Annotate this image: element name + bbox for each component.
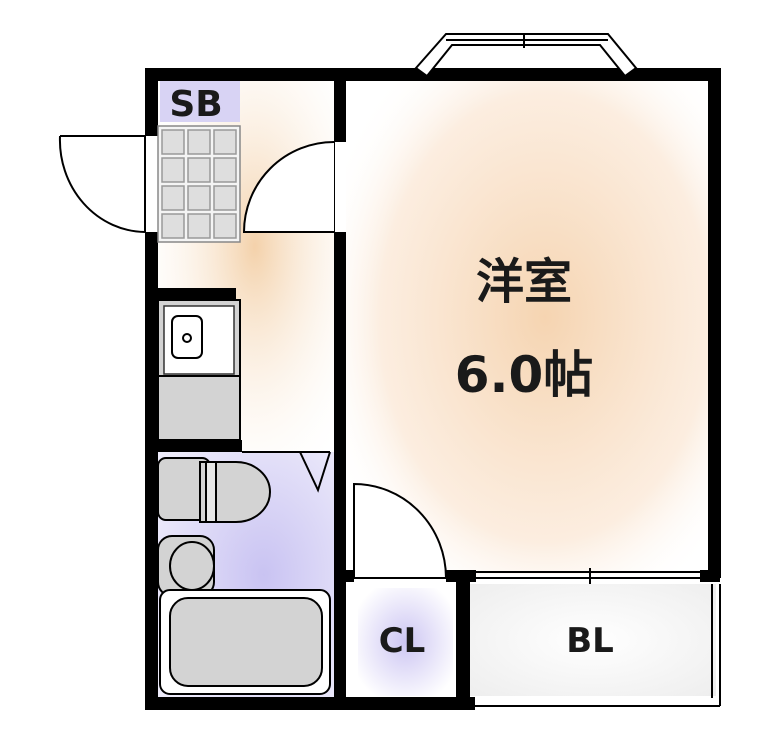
balcony-outline xyxy=(470,584,721,707)
bath-door xyxy=(242,451,331,493)
entrance-door xyxy=(58,135,158,233)
shoe-box-grid xyxy=(157,125,241,243)
toilet xyxy=(157,457,271,523)
balcony-floor xyxy=(470,584,716,696)
bathtub xyxy=(159,589,331,695)
room-door xyxy=(242,141,346,233)
walls xyxy=(145,68,721,710)
shoe-box-area xyxy=(160,80,240,122)
wash-basin xyxy=(157,535,215,597)
western-room-size: 6.0帖 xyxy=(455,346,594,404)
closet-label: CL xyxy=(379,621,426,661)
closet-door xyxy=(353,482,448,579)
balcony-window xyxy=(476,568,700,584)
western-room-floor xyxy=(346,80,708,574)
bay-window xyxy=(414,33,638,78)
kitchen-counter xyxy=(157,299,241,441)
balcony-label: BL xyxy=(566,621,614,661)
closet-floor xyxy=(358,588,453,696)
shoe-box-label: SB xyxy=(169,84,222,125)
western-room-name: 洋室 xyxy=(476,254,572,310)
